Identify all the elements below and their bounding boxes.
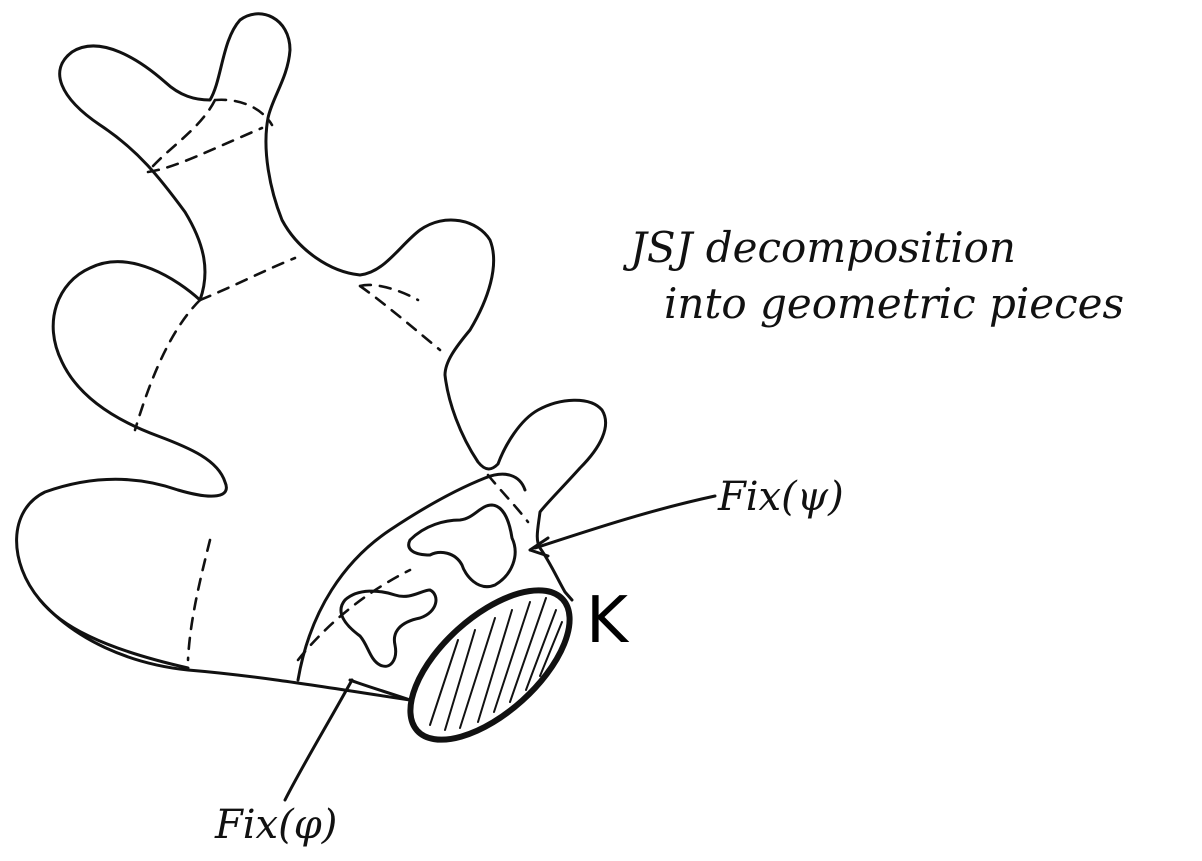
jsj-curve-left-body: [135, 300, 200, 430]
left-arm-edge: [40, 600, 188, 668]
fix-phi-region: [341, 590, 436, 666]
label-fix-psi: Fix(ψ): [717, 474, 844, 520]
leader-fix-psi: [535, 496, 715, 548]
jsj-curve-neck-top: [148, 128, 262, 172]
jsj-curve-lower-left: [188, 540, 210, 660]
label-k: K: [586, 584, 630, 658]
jsj-curve-shoulder: [200, 258, 295, 300]
jsj-curve-top: [148, 100, 272, 172]
jsj-curve-lower-lobe: [298, 570, 410, 660]
caption-line-1: JSJ decomposition: [622, 223, 1016, 272]
surface-outline: [17, 14, 606, 700]
caption-line-2: into geometric pieces: [664, 279, 1124, 328]
label-fix-phi: Fix(φ): [214, 802, 337, 848]
leader-fix-phi: [285, 680, 352, 800]
lower-lobe-left-edge: [350, 680, 410, 700]
jsj-curve-right-arm: [360, 285, 440, 350]
fix-psi-region: [409, 505, 515, 587]
